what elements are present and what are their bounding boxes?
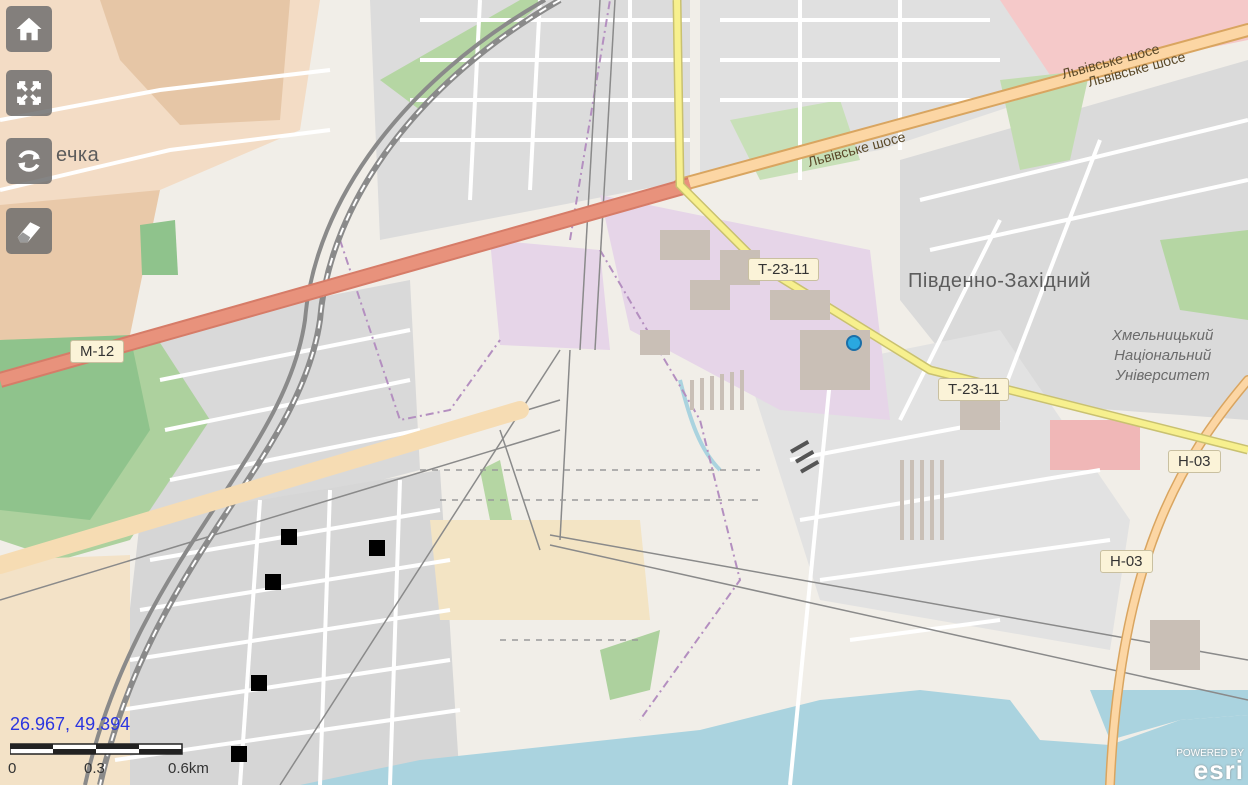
- road-shield-t2311-b: Т-23-11: [938, 378, 1010, 401]
- map-marker-4[interactable]: [251, 675, 267, 691]
- map-marker-3[interactable]: [265, 574, 281, 590]
- university-label-line-3: Університет: [1115, 367, 1210, 384]
- university-label: Хмельницький Національний Університет: [1112, 326, 1213, 386]
- coordinates-readout: 26.967, 49.394: [10, 714, 131, 734]
- scale-label-0: 0: [8, 760, 17, 777]
- fullscreen-icon: [17, 81, 41, 105]
- map-marker-2[interactable]: [369, 540, 385, 556]
- eraser-button[interactable]: [6, 208, 52, 254]
- esri-logo: esri: [1193, 755, 1244, 785]
- refresh-icon: [17, 150, 41, 172]
- esri-attribution[interactable]: POWERED BY esri: [1176, 748, 1244, 785]
- road-shield-m12: М-12: [70, 340, 125, 363]
- place-label-partial: ечка: [56, 144, 100, 166]
- university-label-line-2: Національний: [1114, 347, 1212, 364]
- refresh-button[interactable]: [6, 138, 52, 184]
- home-button[interactable]: [6, 6, 52, 52]
- fullscreen-button[interactable]: [6, 70, 52, 116]
- road-shield-h03-b: Н-03: [1100, 550, 1153, 573]
- home-icon: [16, 17, 42, 41]
- scale-label-2: 0.6km: [168, 760, 209, 777]
- location-marker[interactable]: [846, 335, 862, 351]
- map-marker-1[interactable]: [281, 529, 297, 545]
- scale-bar: [10, 743, 183, 755]
- scale-label-1: 0.3: [84, 760, 105, 777]
- university-label-line-1: Хмельницький: [1112, 327, 1214, 344]
- district-label: Південно-Західний: [908, 270, 1092, 292]
- road-shield-t2311-a: Т-23-11: [748, 258, 820, 281]
- attribution-top: POWERED BY: [1176, 748, 1244, 759]
- map-marker-5[interactable]: [231, 746, 247, 762]
- road-shield-h03-a: Н-03: [1168, 450, 1221, 473]
- eraser-icon: [17, 222, 41, 243]
